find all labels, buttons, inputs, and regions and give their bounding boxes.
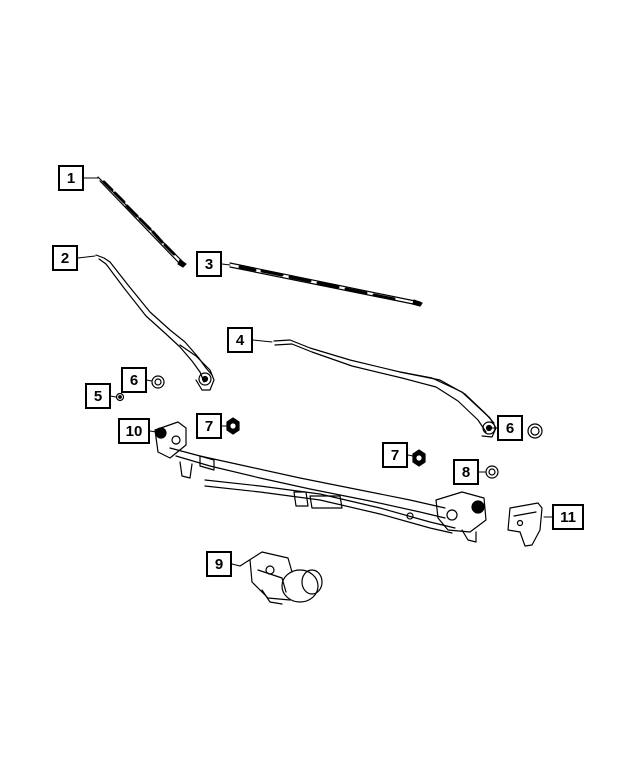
hardware-parts	[115, 375, 543, 479]
wiper-blade-right	[229, 262, 423, 307]
wiper-blade-left	[97, 176, 187, 268]
callout-6-right[interactable]: 6	[497, 415, 523, 441]
pivot-left	[154, 421, 187, 459]
leader-lines	[77, 177, 553, 567]
callout-11[interactable]: 11	[552, 504, 584, 530]
wiper-linkage	[169, 447, 487, 543]
callout-8[interactable]: 8	[453, 459, 479, 485]
callout-7-right[interactable]: 7	[382, 442, 408, 468]
callout-5[interactable]: 5	[85, 383, 111, 409]
callout-10[interactable]: 10	[118, 418, 150, 444]
wiper-motor	[239, 551, 323, 605]
callout-4[interactable]: 4	[227, 327, 253, 353]
callout-2[interactable]: 2	[52, 245, 78, 271]
callout-9[interactable]: 9	[206, 551, 232, 577]
wiper-arm-left	[95, 254, 215, 391]
mounting-bracket	[507, 502, 543, 547]
wiper-arm-right	[273, 339, 497, 438]
callout-6-left[interactable]: 6	[121, 367, 147, 393]
callout-3[interactable]: 3	[196, 251, 222, 277]
callout-7-left[interactable]: 7	[196, 413, 222, 439]
callout-1[interactable]: 1	[58, 165, 84, 191]
